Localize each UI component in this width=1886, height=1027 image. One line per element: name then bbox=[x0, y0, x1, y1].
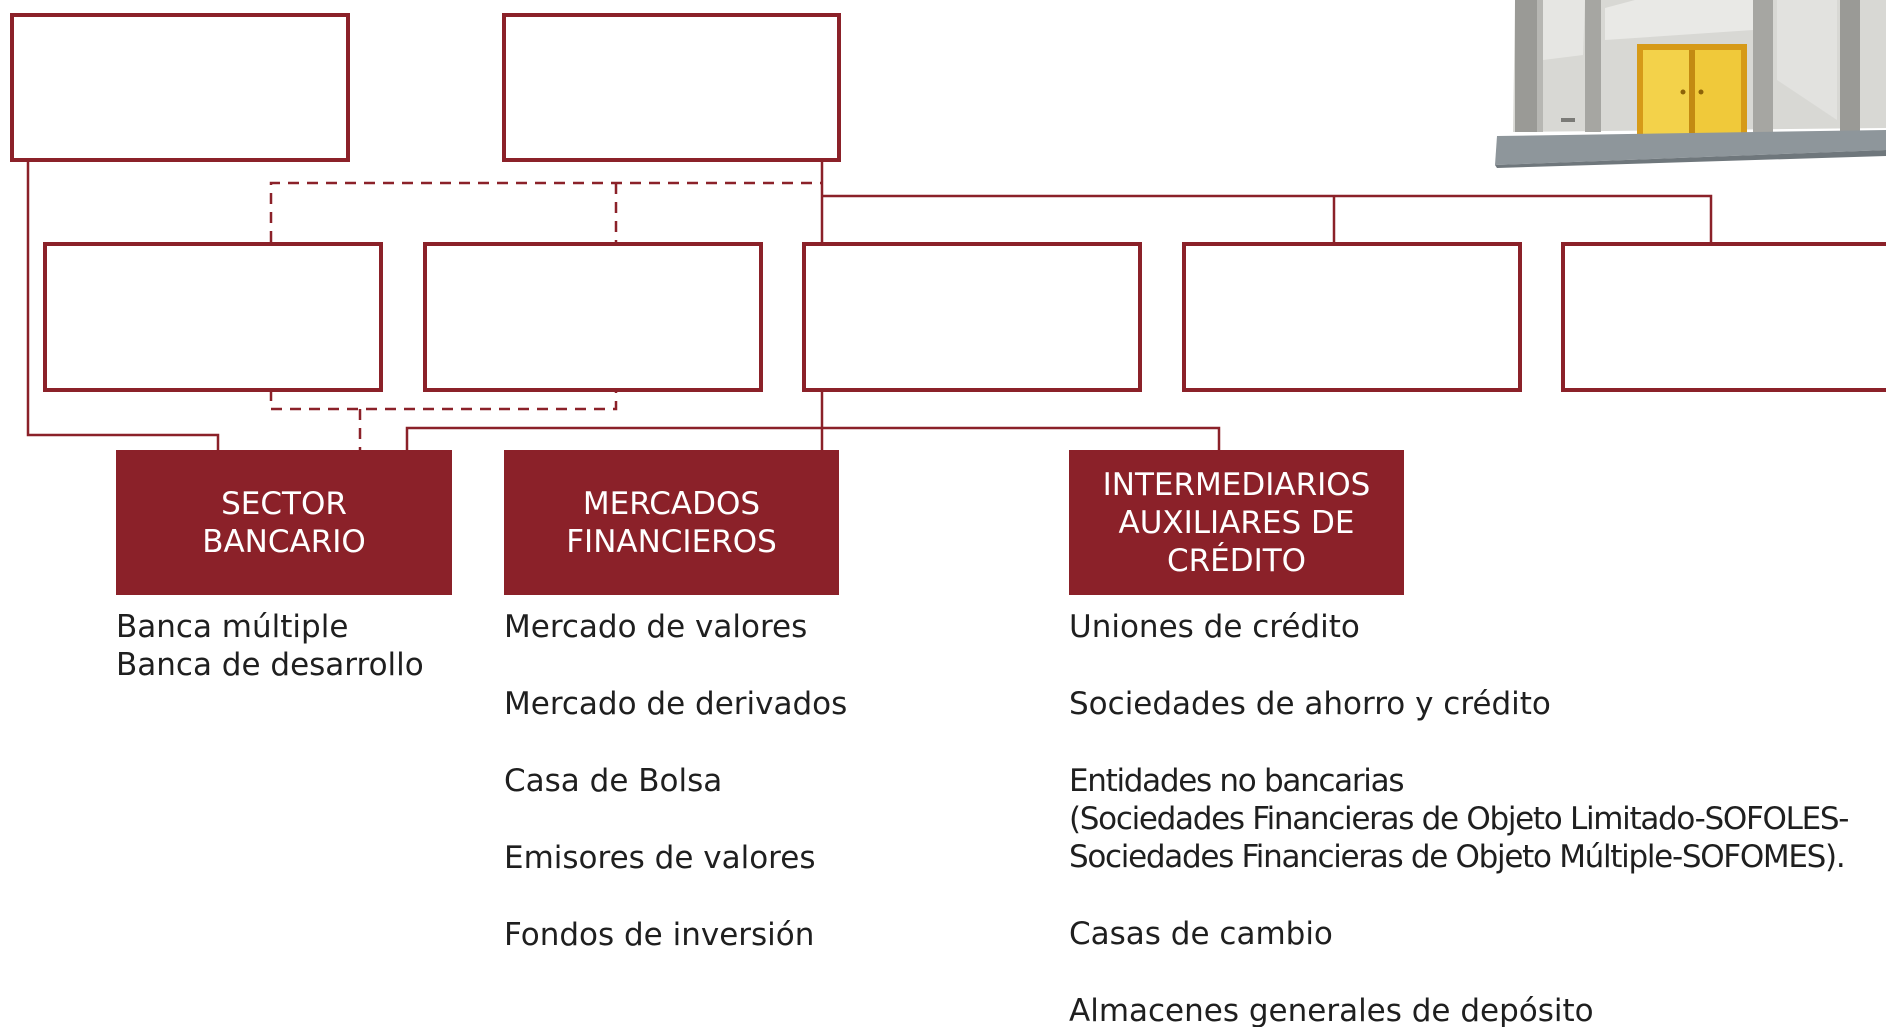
list-item: Sociedades de ahorro y crédito bbox=[1069, 686, 1551, 722]
mid-box-1 bbox=[43, 242, 383, 392]
list-item: Uniones de crédito bbox=[1069, 609, 1360, 645]
list-item: Banca múltiple bbox=[116, 609, 349, 645]
connector-to-sector-bancario-and-intermediarios bbox=[405, 426, 1221, 450]
top-box-right bbox=[502, 13, 841, 162]
dashed-connector-top bbox=[269, 181, 822, 242]
sector-title-intermediarios: INTERMEDIARIOS AUXILIARES DE CRÉDITO bbox=[1102, 466, 1371, 579]
mercados-financieros-items: Mercado de valores Mercado de derivados … bbox=[504, 608, 847, 954]
mid-box-5 bbox=[1561, 242, 1886, 392]
list-item: Casa de Bolsa bbox=[504, 763, 723, 799]
mid-box-2 bbox=[423, 242, 763, 392]
dashed-connector-bottom bbox=[269, 390, 618, 411]
list-item: Casas de cambio bbox=[1069, 916, 1333, 952]
list-item: Mercado de derivados bbox=[504, 686, 848, 722]
sector-bancario-items: Banca múltiple Banca de desarrollo bbox=[116, 608, 424, 684]
sector-box-intermediarios: INTERMEDIARIOS AUXILIARES DE CRÉDITO bbox=[1069, 450, 1404, 595]
list-item: Emisores de valores bbox=[504, 840, 816, 876]
sector-title-mercados-financieros: MERCADOS FINANCIEROS bbox=[566, 485, 777, 560]
top-box-left bbox=[10, 13, 350, 162]
sector-box-mercados-financieros: MERCADOS FINANCIEROS bbox=[504, 450, 839, 595]
connector-top-right-horizontal bbox=[822, 194, 1713, 242]
list-item: Banca de desarrollo bbox=[116, 647, 424, 683]
list-item: Entidades no bancarias (Sociedades Finan… bbox=[1069, 763, 1849, 875]
list-item: Almacenes generales de depósito bbox=[1069, 993, 1594, 1027]
mid-box-4 bbox=[1182, 242, 1522, 392]
connector-top-left-to-sector-bancario bbox=[26, 160, 220, 450]
mid-box-3 bbox=[802, 242, 1142, 392]
sector-title-sector-bancario: SECTOR BANCARIO bbox=[202, 485, 366, 560]
sector-box-sector-bancario: SECTOR BANCARIO bbox=[116, 450, 452, 595]
list-item: Fondos de inversión bbox=[504, 917, 815, 953]
list-item: Mercado de valores bbox=[504, 609, 808, 645]
intermediarios-items: Uniones de crédito Sociedades de ahorro … bbox=[1069, 608, 1879, 1027]
bank-building-illustration bbox=[1485, 0, 1886, 168]
